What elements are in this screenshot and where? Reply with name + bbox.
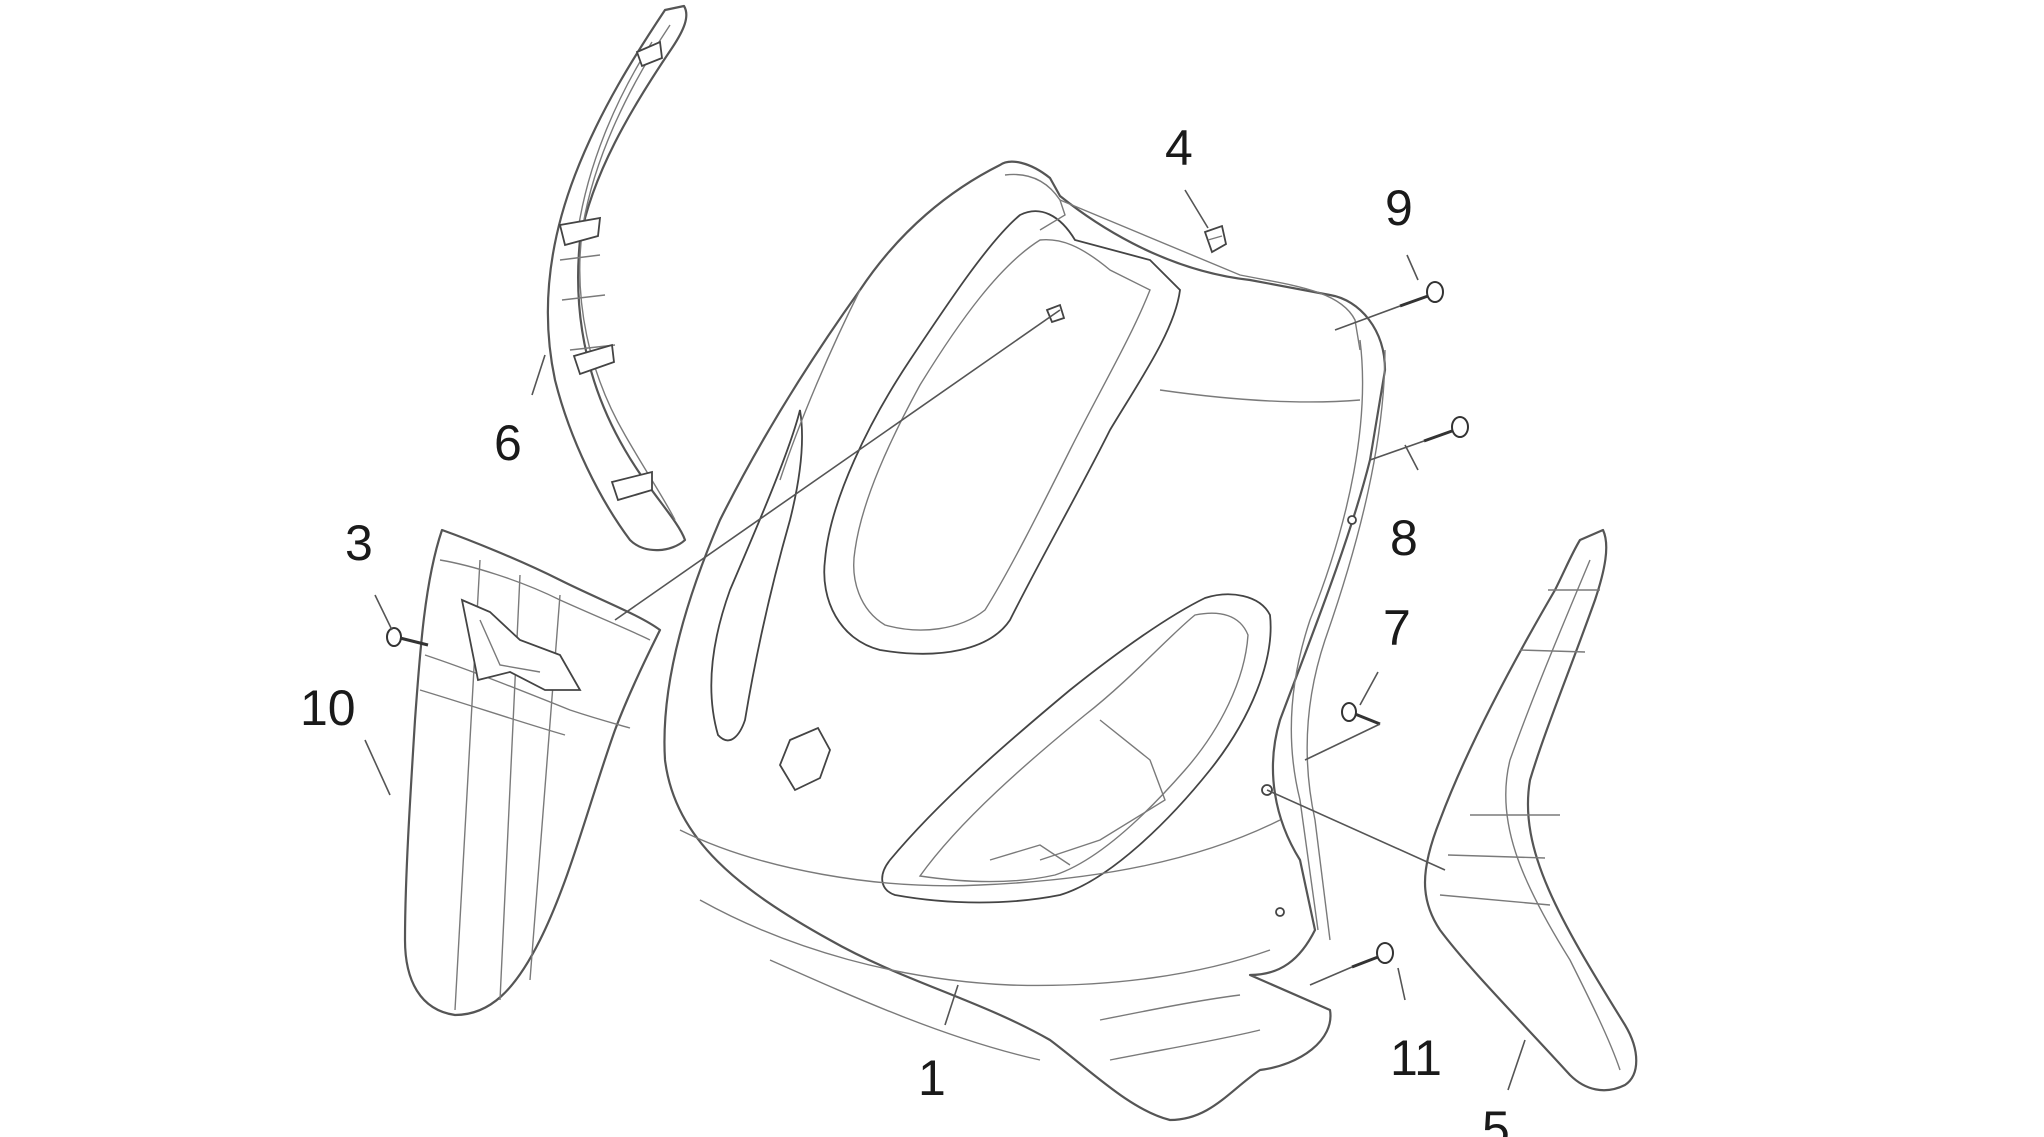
callout-7: 7 [1383, 600, 1411, 656]
part-4-clip [1203, 224, 1228, 254]
leader-lines [364, 189, 1526, 1091]
callout-1: 1 [918, 1050, 946, 1106]
callout-4: 4 [1165, 120, 1193, 176]
callout-11: 11 [1390, 1030, 1442, 1086]
part-3-screw [386, 627, 429, 647]
part-5-right-trim [1424, 528, 1638, 1092]
part-7-screw [1341, 702, 1381, 726]
part-8-screw [1423, 416, 1469, 443]
part-11-screw [1351, 942, 1394, 969]
part-9-screw [1399, 281, 1444, 308]
callout-10: 10 [300, 680, 356, 736]
callout-3: 3 [345, 515, 373, 571]
part-10-lower-left-trim [403, 528, 662, 1017]
callout-9: 9 [1385, 180, 1413, 236]
callout-6: 6 [494, 415, 522, 471]
part-6-upper-trim [546, 4, 688, 552]
callout-5: 5 [1482, 1101, 1510, 1137]
callout-8: 8 [1390, 510, 1418, 566]
part-1-front-shield [663, 160, 1387, 1122]
